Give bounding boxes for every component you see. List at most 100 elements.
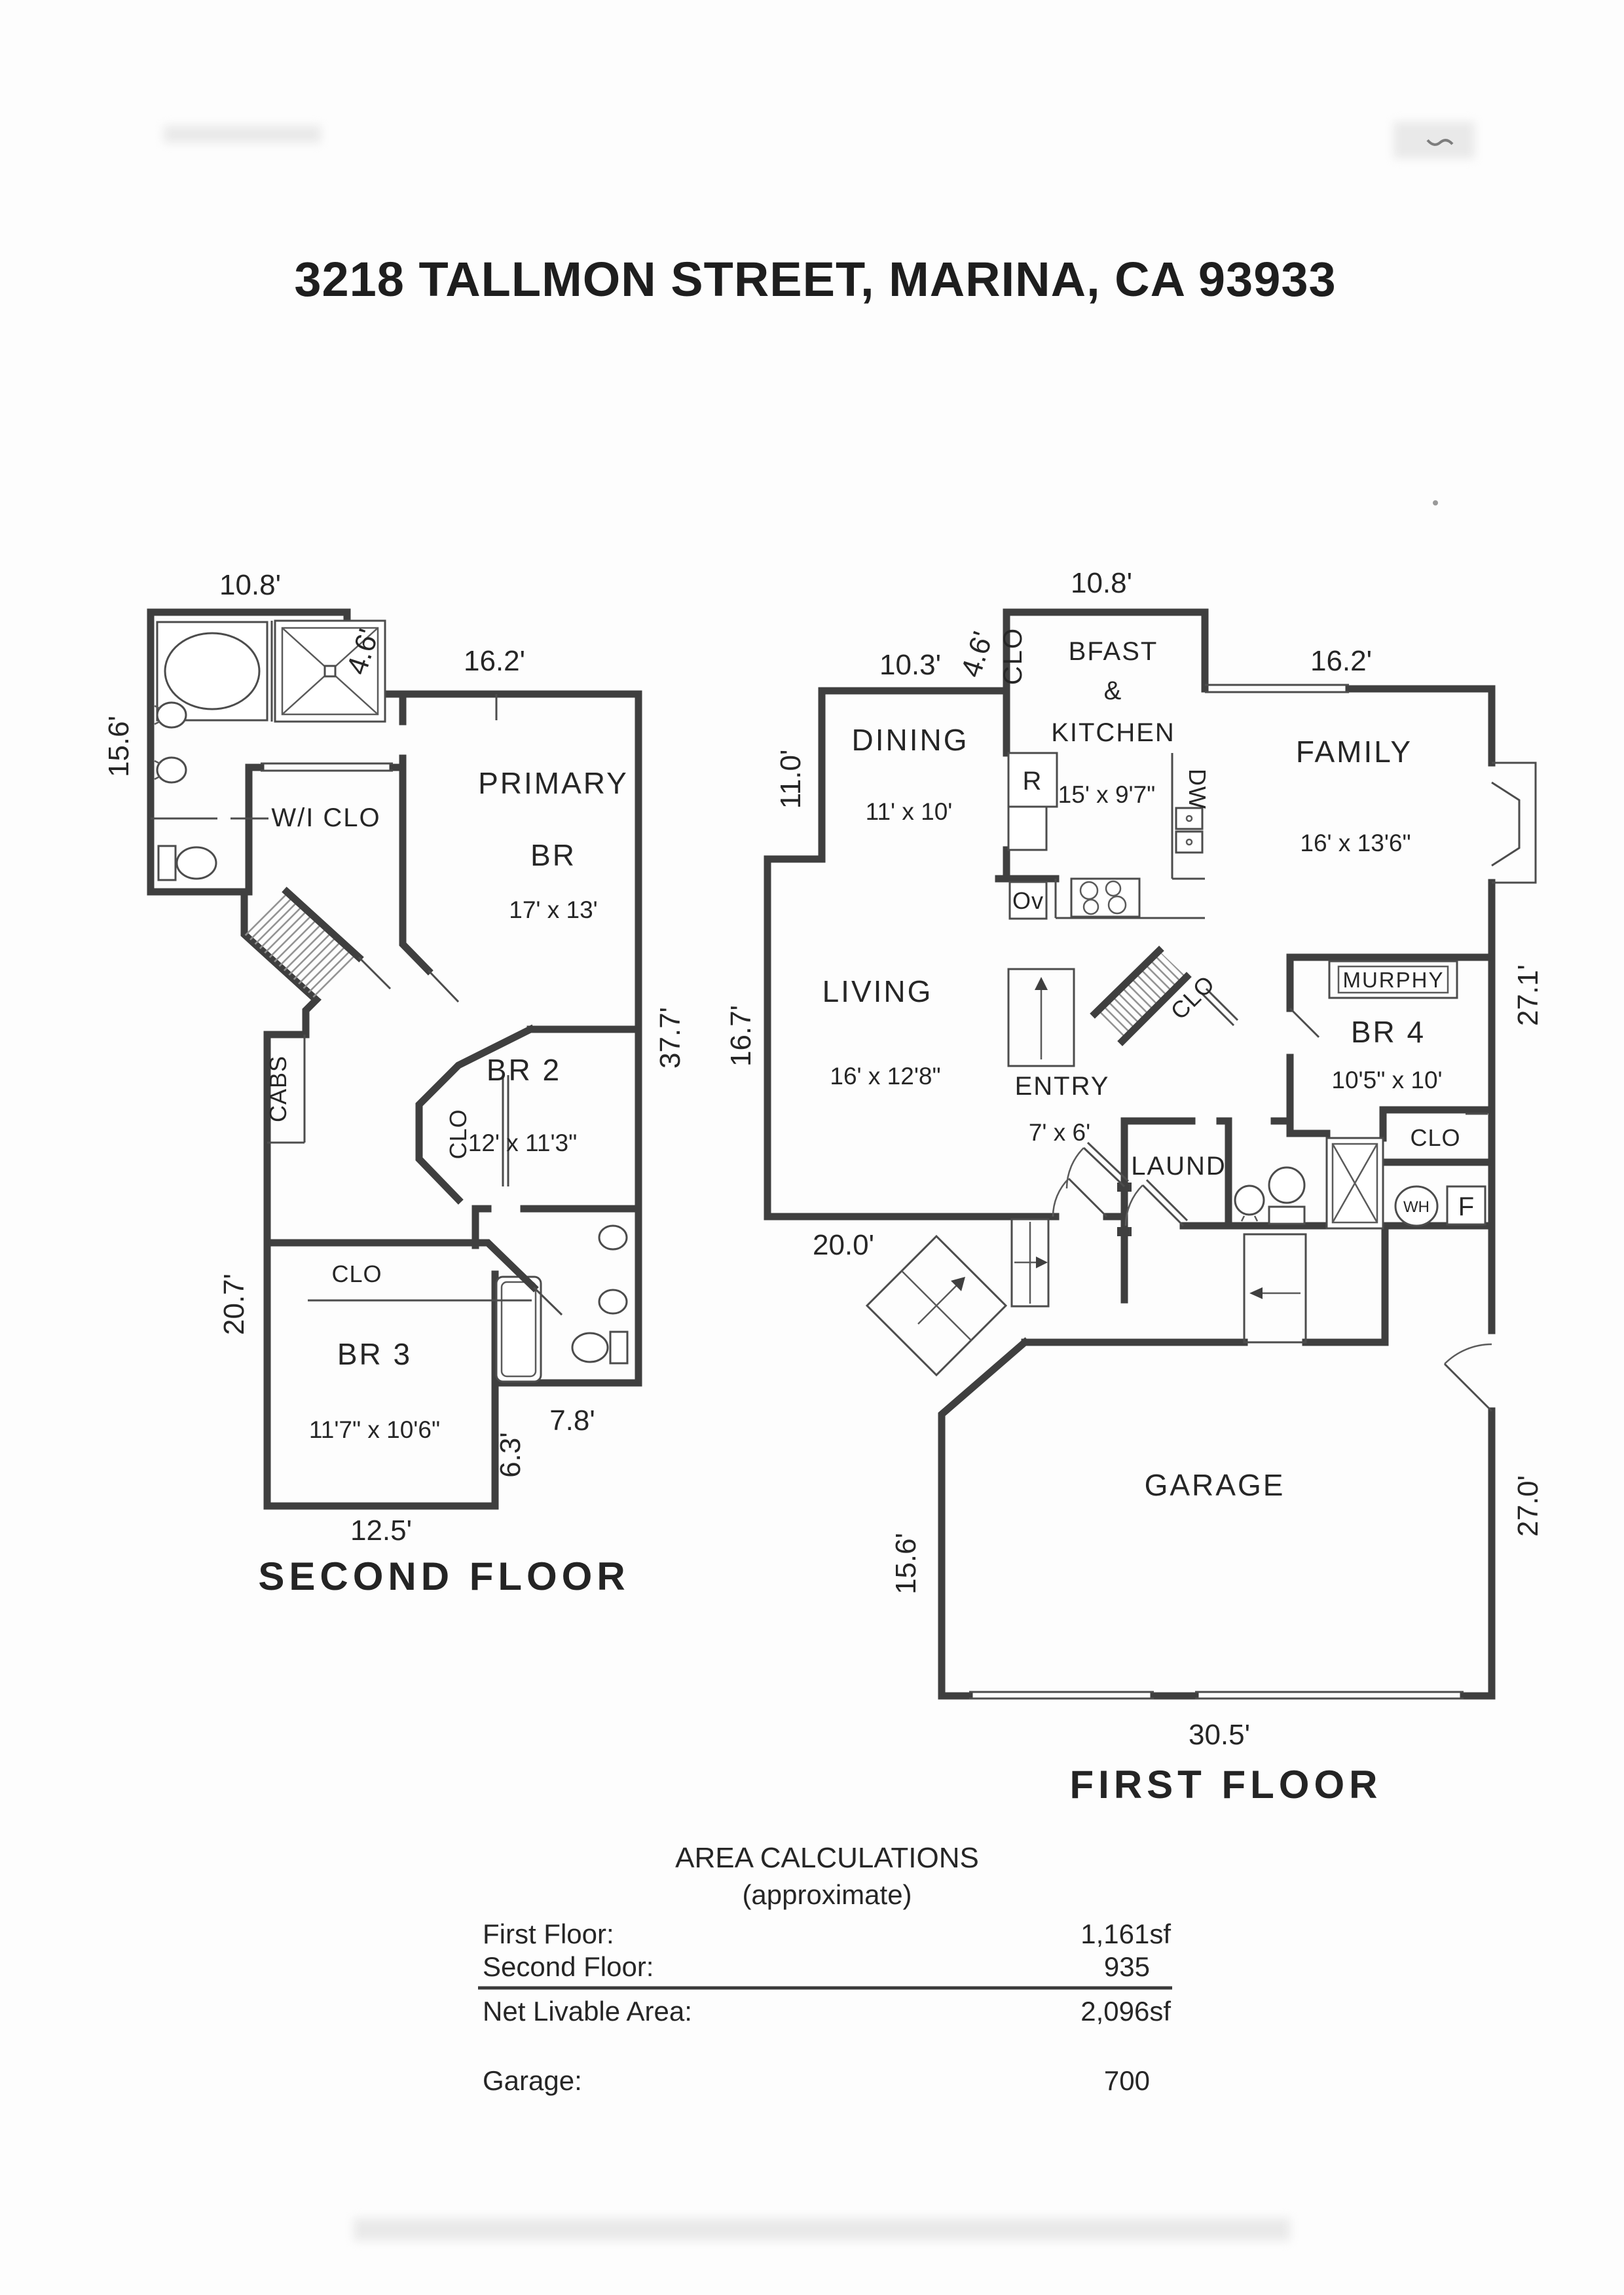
area-row-label: Second Floor: (483, 1951, 654, 1982)
dim-kitchen-step: 4.6' (955, 628, 999, 681)
dim-right-upper: 27.1' (1512, 964, 1544, 1026)
second-floor-plan: 10.8' 4.6' 16.2' 15.6' 37.7' 20.7' 12.5'… (103, 569, 686, 1598)
page-title: 3218 TALLMON STREET, MARINA, CA 93933 (294, 252, 1336, 306)
oven-label: Ov (1012, 887, 1044, 914)
water-heater-icon: WH (1394, 1185, 1439, 1227)
dim-bath2-bottom: 7.8' (549, 1405, 595, 1437)
first-floor-title: FIRST FLOOR (1070, 1763, 1382, 1807)
bathtub-icon (495, 1276, 542, 1383)
label-family: FAMILY (1296, 735, 1412, 769)
label-bfast-amp: & (1104, 676, 1123, 705)
label-kitchen: KITCHEN (1051, 718, 1175, 747)
label-primary-br2: BR (530, 838, 576, 872)
size-kitchen: 15' x 9'7" (1058, 781, 1156, 808)
size-primary: 17' x 13' (509, 896, 598, 923)
scan-smudge-bottom (354, 2218, 1290, 2241)
front-stoop-steps (865, 1234, 1008, 1377)
dim-br3-bottom: 12.5' (350, 1515, 412, 1547)
scan-mark-dot (1433, 500, 1438, 505)
family-window (1205, 684, 1349, 693)
area-garage-label: Garage: (483, 2065, 582, 2096)
area-calc-subtitle: (approximate) (742, 1879, 912, 1910)
hall-door (1124, 1179, 1189, 1227)
door-leaf (427, 969, 460, 1003)
garage-top-walls (1021, 1222, 1389, 1346)
label-garage: GARAGE (1145, 1468, 1285, 1502)
dim-bath-left: 15.6' (103, 716, 135, 777)
br3-closet-walls (263, 1239, 539, 1293)
label-laund: LAUND (1131, 1152, 1227, 1181)
dim-right: 37.7' (654, 1007, 686, 1069)
entry-closet-walls (1090, 946, 1192, 1046)
sink-icon (154, 701, 187, 729)
toilet-icon (1268, 1166, 1306, 1225)
kitchen-block-walls (1003, 608, 1496, 1700)
label-br4-clo: CLO (1410, 1124, 1460, 1151)
sink-icon (598, 1289, 628, 1315)
size-living: 16' x 12'8" (830, 1063, 940, 1090)
bay-window (1491, 762, 1537, 884)
area-calc-title: AREA CALCULATIONS (675, 1842, 979, 1874)
dim-dining-top: 10.3' (879, 649, 941, 681)
area-garage-value: 700 (1104, 2065, 1150, 2096)
second-floor-stairs-hatch (244, 892, 359, 1000)
garage-doors (969, 1691, 1464, 1700)
label-bfast: BFAST (1069, 637, 1158, 666)
sink-icon (1234, 1184, 1265, 1222)
wi-clo-sliding-door (261, 762, 393, 772)
laundry-door (1065, 1141, 1130, 1189)
dim-garage-left: 15.6' (890, 1533, 922, 1594)
dim-dining-left: 11.0' (775, 750, 807, 809)
bathtub-icon (156, 621, 268, 722)
stairs-to-garage (1243, 1233, 1307, 1344)
label-wi-clo: W/I CLO (271, 803, 380, 832)
garage-walls (938, 1337, 1496, 1700)
area-calculations: AREA CALCULATIONS (approximate) First Fl… (478, 1842, 1172, 2096)
hinge-block (1117, 1183, 1132, 1192)
size-br3: 11'7" x 10'6" (309, 1416, 440, 1443)
dim-family-top: 16.2' (1310, 645, 1372, 677)
label-primary-br: PRIMARY (478, 766, 629, 800)
label-entry: ENTRY (1015, 1072, 1110, 1101)
front-door (1052, 1177, 1108, 1218)
label-dining: DINING (852, 723, 969, 757)
hinge-block (1117, 1227, 1132, 1236)
area-row-label: Net Livable Area: (483, 1996, 692, 2027)
counter-lines (1054, 753, 1205, 919)
size-entry: 7' x 6' (1029, 1119, 1090, 1146)
furnace-icon: F (1446, 1185, 1486, 1226)
entry-closet-hatch (1095, 951, 1187, 1041)
entry-steps (1010, 1218, 1050, 1308)
area-row-value: 935 (1104, 1951, 1150, 1982)
area-row-value: 2,096sf (1080, 1996, 1171, 2027)
door-leaf (1289, 1007, 1320, 1038)
oven-icon: Ov (1008, 881, 1048, 920)
kitchen-counter (1007, 805, 1048, 851)
stairwell-wall (282, 887, 364, 963)
label-kitchen-clo: CLO (999, 627, 1027, 685)
label-br2-clo: CLO (445, 1109, 471, 1159)
size-family: 16' x 13'6" (1300, 830, 1411, 856)
first-floor-plan: WH F R Ov (725, 567, 1544, 1807)
bath-partitions (151, 621, 273, 820)
stairs-up (1007, 968, 1075, 1067)
garage-side-door (1443, 1343, 1493, 1412)
toilet-icon (571, 1331, 629, 1365)
br2-bath-wall (471, 1205, 642, 1249)
br2-walls (415, 1024, 642, 1205)
sink-icon (154, 756, 187, 784)
label-br4: BR 4 (1351, 1015, 1426, 1049)
furnace-label: F (1458, 1192, 1474, 1221)
door-leaf (532, 1286, 563, 1316)
size-br2: 12' x 11'3" (468, 1129, 577, 1156)
area-row-value: 1,161sf (1080, 1919, 1171, 1949)
dim-living-left: 16.7' (725, 1005, 757, 1067)
dim-garage-bottom: 30.5' (1189, 1719, 1250, 1751)
stove-icon (1070, 877, 1141, 918)
scan-mark-squiggle (1426, 139, 1454, 146)
sink-icon (598, 1224, 628, 1251)
label-br3-clo: CLO (331, 1260, 382, 1287)
label-cabs: CABS (265, 1056, 291, 1122)
